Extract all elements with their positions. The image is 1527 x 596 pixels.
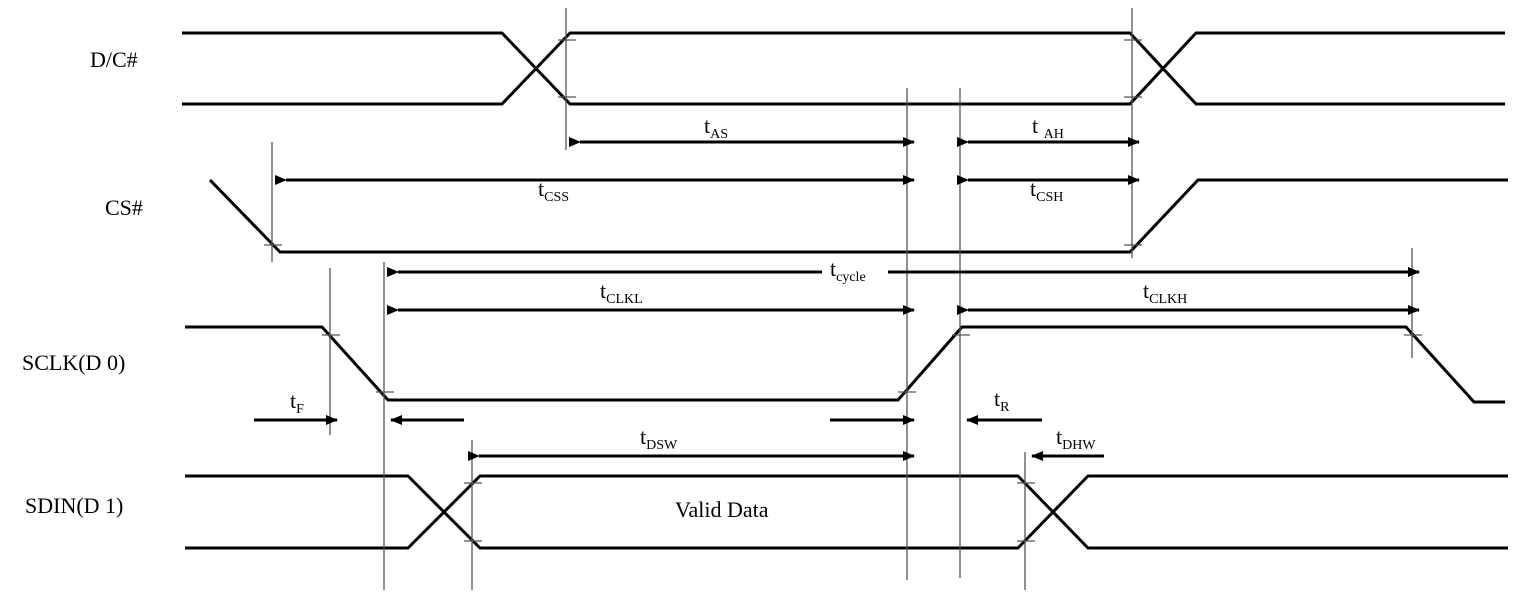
tclkl-label: tCLKL xyxy=(600,278,643,307)
tcss-label: tCSS xyxy=(538,176,569,205)
transition-ticks xyxy=(264,39,1422,542)
signal-label-sdin: SDIN(D 1) xyxy=(25,493,123,518)
sdin-waveform xyxy=(185,474,1508,550)
sclk-waveform xyxy=(185,325,1505,404)
valid-data-label: Valid Data xyxy=(675,497,769,522)
cs-waveform xyxy=(208,178,1508,254)
tdsw-label: tDSW xyxy=(640,424,678,453)
tcsh-label: tCSH xyxy=(1030,176,1063,205)
tf-label: tF xyxy=(290,388,304,417)
dc-waveform xyxy=(182,31,1505,106)
tah-label: t AH xyxy=(1032,113,1064,142)
timing-arrows xyxy=(254,137,1420,461)
signal-label-cs: CS# xyxy=(105,195,143,220)
signal-label-sclk: SCLK(D 0) xyxy=(22,350,125,375)
tas-label: tAS xyxy=(704,113,728,142)
tdhw-label: tDHW xyxy=(1056,424,1096,453)
signal-label-dc: D/C# xyxy=(90,47,138,72)
reference-lines xyxy=(271,8,1413,590)
tclkh-label: tCLKH xyxy=(1143,278,1187,307)
tr-label: tR xyxy=(994,386,1010,415)
tcycle-label: tcycle xyxy=(830,256,866,285)
